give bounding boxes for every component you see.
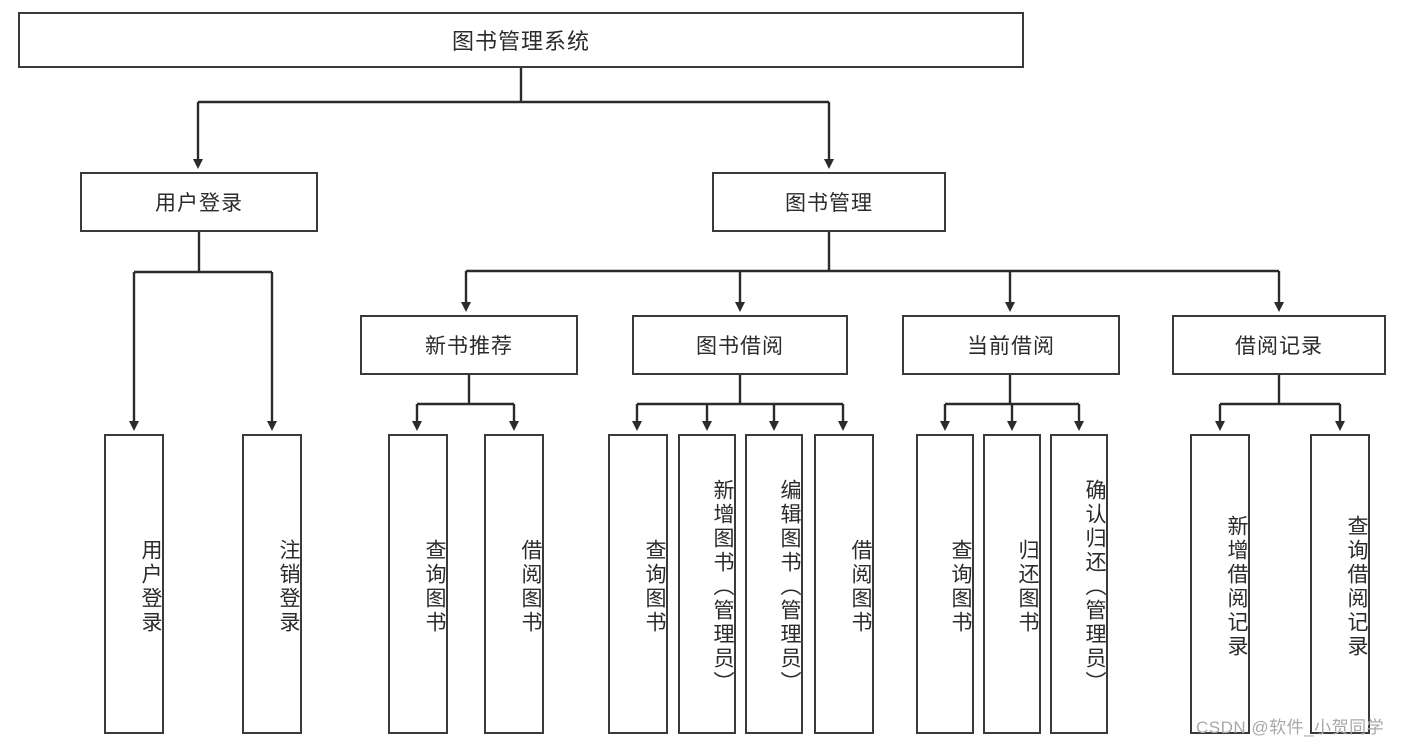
node-label: 图书管理: [785, 192, 873, 215]
leaf-node-user-login[interactable]: 用户登录: [104, 434, 164, 734]
node-label: 确认归还（管理员）: [1083, 479, 1106, 695]
leaf-node-add-book-admin[interactable]: 新增图书（管理员）: [678, 434, 736, 734]
node-label: 当前借阅: [967, 335, 1055, 358]
node-root-system[interactable]: 图书管理系统: [18, 12, 1024, 68]
node-label: 新增借阅记录: [1225, 515, 1248, 659]
node-label: 借阅图书: [519, 539, 542, 635]
leaf-node-confirm-return-admin[interactable]: 确认归还（管理员）: [1050, 434, 1108, 734]
node-book-borrow[interactable]: 图书借阅: [632, 315, 848, 375]
node-label: 图书管理系统: [451, 29, 590, 54]
node-borrow-record[interactable]: 借阅记录: [1172, 315, 1386, 375]
node-label: 用户登录: [139, 539, 162, 635]
leaf-node-add-borrow-record[interactable]: 新增借阅记录: [1190, 434, 1250, 734]
node-current-borrow[interactable]: 当前借阅: [902, 315, 1120, 375]
node-label: 借阅记录: [1235, 335, 1323, 358]
node-label: 借阅图书: [849, 539, 872, 635]
node-label: 注销登录: [277, 539, 300, 635]
leaf-node-borrow-book-recommend[interactable]: 借阅图书: [484, 434, 544, 734]
leaf-node-edit-book-admin[interactable]: 编辑图书（管理员）: [745, 434, 803, 734]
node-label: 新书推荐: [425, 335, 513, 358]
leaf-node-logout[interactable]: 注销登录: [242, 434, 302, 734]
leaf-node-borrow-book[interactable]: 借阅图书: [814, 434, 874, 734]
node-book-management[interactable]: 图书管理: [712, 172, 946, 232]
leaf-node-query-borrow-record[interactable]: 查询借阅记录: [1310, 434, 1370, 734]
leaf-node-query-book-recommend[interactable]: 查询图书: [388, 434, 448, 734]
node-new-book-recommend[interactable]: 新书推荐: [360, 315, 578, 375]
leaf-node-query-book-current[interactable]: 查询图书: [916, 434, 974, 734]
node-label: 用户登录: [155, 192, 243, 215]
node-user-login[interactable]: 用户登录: [80, 172, 318, 232]
node-label: 图书借阅: [696, 335, 784, 358]
node-label: 编辑图书（管理员）: [778, 479, 801, 695]
node-label: 查询图书: [423, 539, 446, 635]
node-label: 归还图书: [1016, 539, 1039, 635]
leaf-node-query-book-borrow[interactable]: 查询图书: [608, 434, 668, 734]
node-label: 新增图书（管理员）: [711, 479, 734, 695]
node-label: 查询借阅记录: [1345, 515, 1368, 659]
node-label: 查询图书: [643, 539, 666, 635]
csdn-watermark: CSDN @软件_小贺同学: [1196, 718, 1385, 737]
leaf-node-return-book[interactable]: 归还图书: [983, 434, 1041, 734]
node-label: 查询图书: [949, 539, 972, 635]
